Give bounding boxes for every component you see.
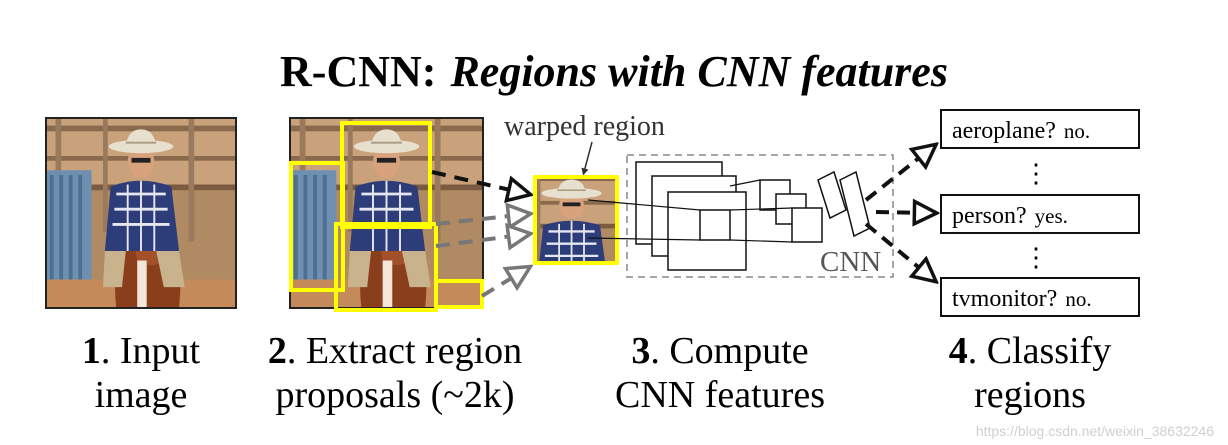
step-label: . Classify xyxy=(968,330,1112,372)
step-label-line2: CNN features xyxy=(615,374,825,416)
cnn-layers xyxy=(635,161,871,271)
warped-pointer xyxy=(581,141,593,176)
warped-region xyxy=(533,175,619,265)
svg-text:4. Classify: 4. Classify xyxy=(949,330,1112,372)
step-number: 3 xyxy=(631,330,650,372)
step-number: 4 xyxy=(949,330,968,372)
class-answer: yes. xyxy=(1035,204,1068,228)
input-image xyxy=(45,117,237,309)
step-1-caption: 1. Input image xyxy=(82,330,201,416)
arrow-proposal-gray-2 xyxy=(435,234,528,246)
svg-text:2. Extract region: 2. Extract region xyxy=(268,330,522,372)
svg-text:3. Compute: 3. Compute xyxy=(631,330,808,372)
arrow-proposal-gray-1 xyxy=(435,214,528,224)
diagram-title: R-CNN: Regions with CNN features xyxy=(280,47,948,96)
step-2-caption: 2. Extract region proposals (~2k) xyxy=(268,330,522,416)
step-3-caption: 3. Compute CNN features xyxy=(615,330,825,416)
class-answer: no. xyxy=(1065,287,1091,311)
proposal-box-chute xyxy=(289,161,345,292)
class-box-person: person? yes. xyxy=(940,194,1140,234)
svg-text:aeroplane? no.: aeroplane? no. xyxy=(952,118,1090,144)
step-4-caption: 4. Classify regions xyxy=(949,330,1112,416)
svg-text:1. Input: 1. Input xyxy=(82,330,201,372)
svg-text:person? yes.: person? yes. xyxy=(952,203,1068,229)
step-label: . Compute xyxy=(650,330,808,372)
step-label: . Input xyxy=(101,330,201,372)
title-italic: Regions with CNN features xyxy=(449,47,948,96)
step-label-line2: image xyxy=(95,374,188,416)
title-bold: R-CNN: xyxy=(280,47,436,96)
step-label: . Extract region xyxy=(287,330,522,372)
arrow-to-person xyxy=(875,212,934,213)
ellipsis-1: ⋮ xyxy=(1023,159,1049,188)
class-name: person? xyxy=(952,203,1027,229)
step-label-line2: regions xyxy=(974,374,1086,416)
proposals-image xyxy=(289,117,484,312)
arrow-proposal-to-warp xyxy=(431,170,528,194)
svg-text:tvmonitor? no.: tvmonitor? no. xyxy=(952,286,1092,312)
arrow-proposal-gray-3 xyxy=(480,268,528,298)
class-box-aeroplane: aeroplane? no. xyxy=(940,109,1140,149)
cnn-box xyxy=(626,154,894,278)
ellipsis-2: ⋮ xyxy=(1023,243,1049,272)
class-name: aeroplane? xyxy=(952,118,1056,144)
step-label-line2: proposals (~2k) xyxy=(275,374,514,416)
cnn-label: CNN xyxy=(820,246,881,278)
class-answer: no. xyxy=(1064,119,1090,143)
watermark: https://blog.csdn.net/weixin_38632246 xyxy=(975,423,1214,439)
proposal-box-horse xyxy=(334,222,438,312)
class-box-tvmonitor: tvmonitor? no. xyxy=(940,277,1140,317)
class-name: tvmonitor? xyxy=(952,286,1057,312)
step-number: 2 xyxy=(268,330,287,372)
warped-region-label: warped region xyxy=(504,111,665,142)
arrow-to-aeroplane xyxy=(864,146,934,202)
step-number: 1 xyxy=(82,330,101,372)
cnn-projection-lines xyxy=(587,179,793,243)
arrow-to-tvmonitor xyxy=(864,222,934,280)
